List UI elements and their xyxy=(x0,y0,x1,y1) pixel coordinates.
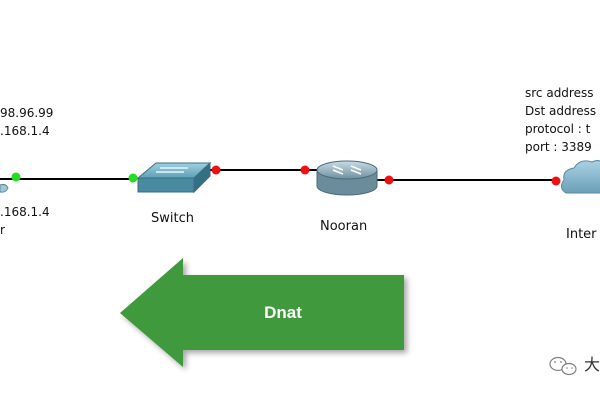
right-config-src-address: src address xyxy=(525,86,594,100)
left-config-line-1: 98.96.99 xyxy=(0,106,54,120)
right-config-port: port : 3389 xyxy=(525,140,592,154)
dnat-label: Dnat xyxy=(264,303,302,322)
right-config-dst-address: Dst address xyxy=(525,104,597,118)
port-indicator-pc xyxy=(11,172,21,182)
wechat-icon xyxy=(549,356,577,376)
port-indicator-router-right xyxy=(384,175,394,185)
router-icon[interactable] xyxy=(316,160,378,196)
left-device-ip-label: .168.1.4 xyxy=(0,205,50,219)
watermark-text: 大 xyxy=(584,355,600,374)
left-device-name-label: r xyxy=(0,223,5,237)
cloud-label: Inter xyxy=(566,227,597,242)
port-indicator-router-left xyxy=(300,165,310,175)
cloud-icon[interactable] xyxy=(560,160,600,194)
port-indicator-cloud xyxy=(551,176,561,186)
switch-icon[interactable] xyxy=(136,161,212,194)
dnat-arrow xyxy=(120,258,404,367)
pc-icon[interactable] xyxy=(0,183,9,193)
left-config-line-2: .168.1.4 xyxy=(0,124,50,138)
right-config-protocol: protocol : t xyxy=(525,122,591,136)
switch-label: Switch xyxy=(151,211,194,226)
router-label: Nooran xyxy=(320,219,368,234)
port-indicator-switch-left xyxy=(128,173,138,183)
port-indicator-switch-right xyxy=(211,165,221,175)
